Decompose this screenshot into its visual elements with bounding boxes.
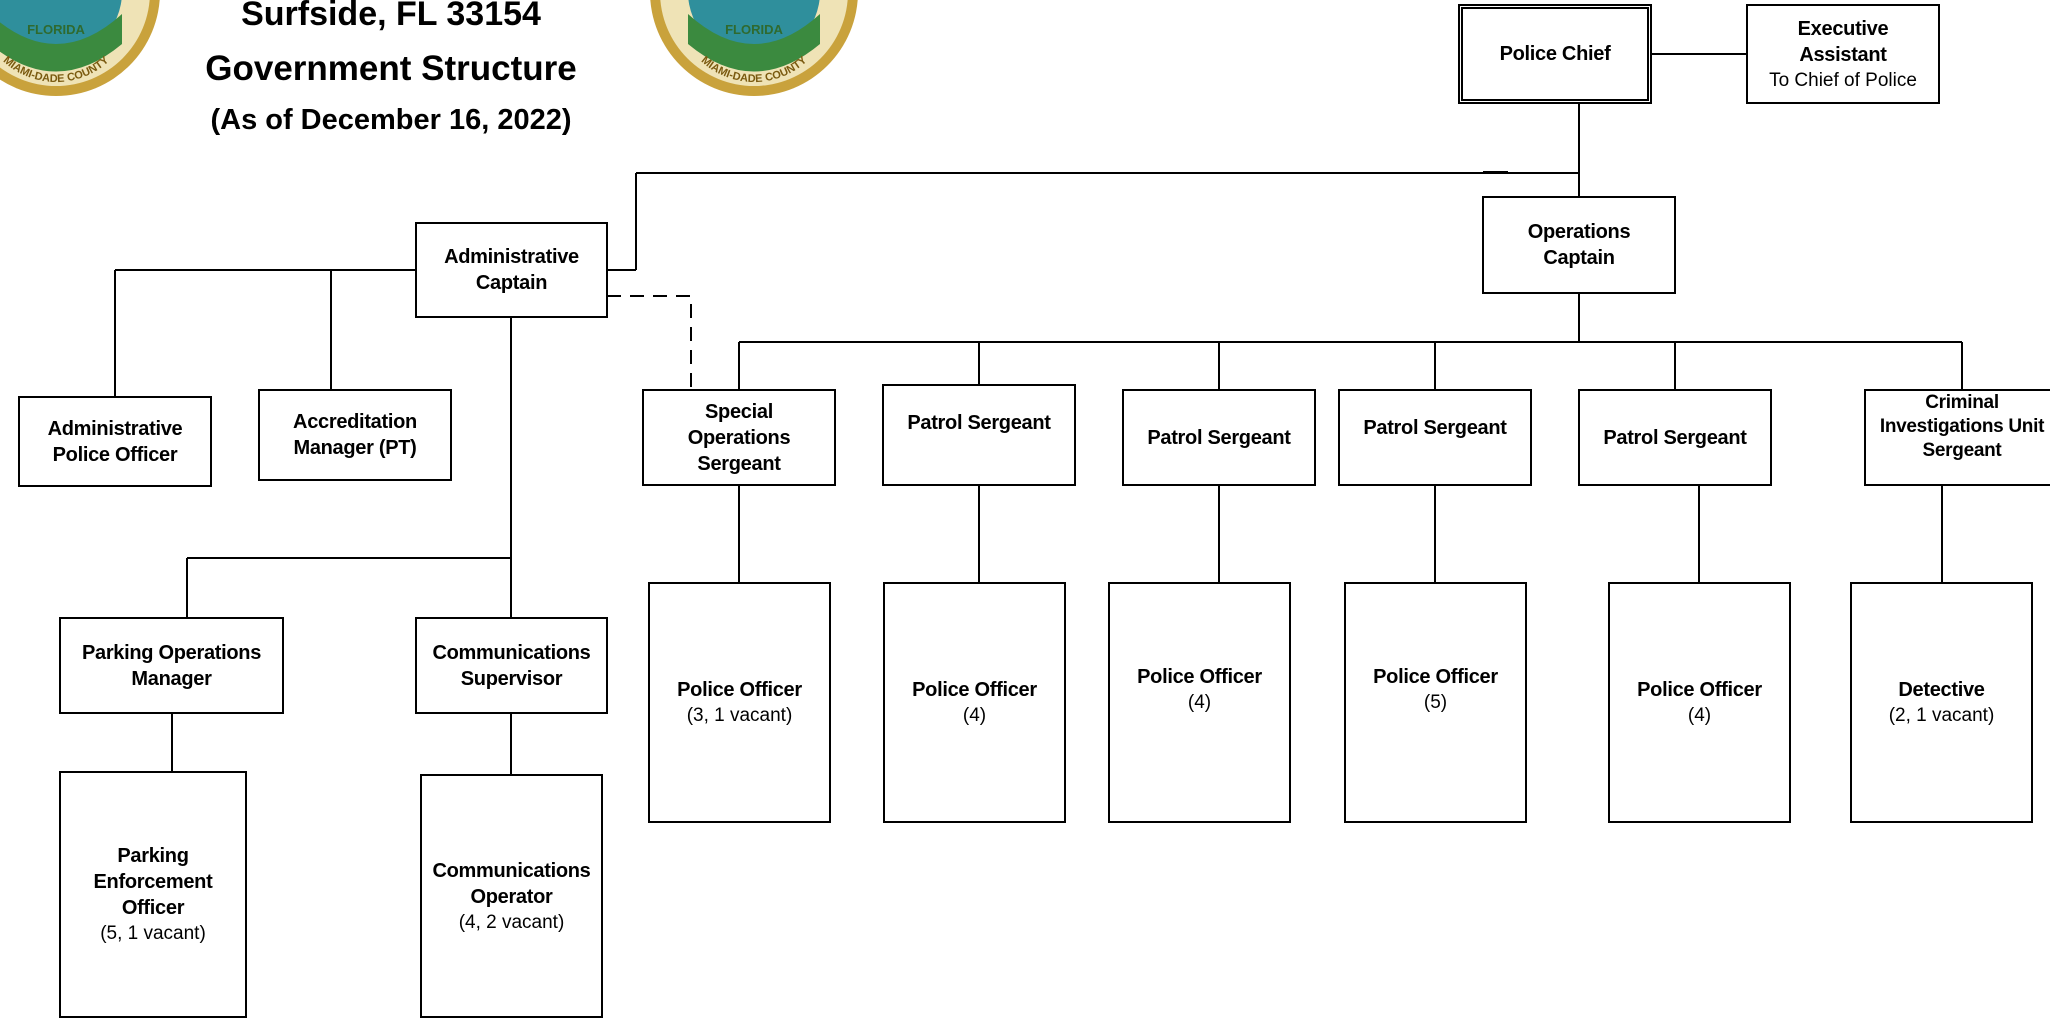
header-title: Government Structure: [205, 49, 577, 88]
node-parking-operations-manager: Parking Operations Manager: [59, 617, 284, 714]
node-operations-captain: Operations Captain: [1482, 196, 1676, 294]
node-police-chief: Police Chief: [1458, 4, 1652, 104]
town-seal-right: FLORIDA MIAMI-DADE COUNTY: [646, 0, 862, 100]
node-criminal-investigations-sergeant: Criminal Investigations Unit Sergeant: [1864, 389, 2050, 486]
node-administrative-police-officer: Administrative Police Officer: [18, 396, 212, 487]
node-executive-assistant: Executive Assistant To Chief of Police: [1746, 4, 1940, 104]
town-seal-left: FLORIDA MIAMI-DADE COUNTY: [0, 0, 164, 100]
dashed-connector: [607, 295, 692, 389]
node-patrol-sergeant-2: Patrol Sergeant: [1122, 389, 1316, 486]
node-patrol-sergeant-1: Patrol Sergeant: [882, 384, 1076, 486]
node-detectives: Detective (2, 1 vacant): [1850, 582, 2033, 823]
svg-text:FLORIDA: FLORIDA: [725, 22, 783, 37]
node-officers-patrol-2: Police Officer (4): [1108, 582, 1291, 823]
node-special-operations-sergeant: Special Operations Sergeant: [642, 389, 836, 486]
header-date: (As of December 16, 2022): [210, 104, 572, 136]
node-patrol-sergeant-3: Patrol Sergeant: [1338, 389, 1532, 486]
node-officers-special-operations: Police Officer (3, 1 vacant): [648, 582, 831, 823]
header-city-line: Surfside, FL 33154: [241, 0, 541, 33]
node-communications-operator: Communications Operator (4, 2 vacant): [420, 774, 603, 1018]
node-administrative-captain: Administrative Captain: [415, 222, 608, 318]
node-communications-supervisor: Communications Supervisor: [415, 617, 608, 714]
node-officers-patrol-1: Police Officer (4): [883, 582, 1066, 823]
node-officers-patrol-4: Police Officer (4): [1608, 582, 1791, 823]
node-patrol-sergeant-4: Patrol Sergeant: [1578, 389, 1772, 486]
node-officers-patrol-3: Police Officer (5): [1344, 582, 1527, 823]
svg-text:FLORIDA: FLORIDA: [27, 22, 85, 37]
node-accreditation-manager: Accreditation Manager (PT): [258, 389, 452, 481]
node-parking-enforcement-officer: Parking Enforcement Officer (5, 1 vacant…: [59, 771, 247, 1018]
